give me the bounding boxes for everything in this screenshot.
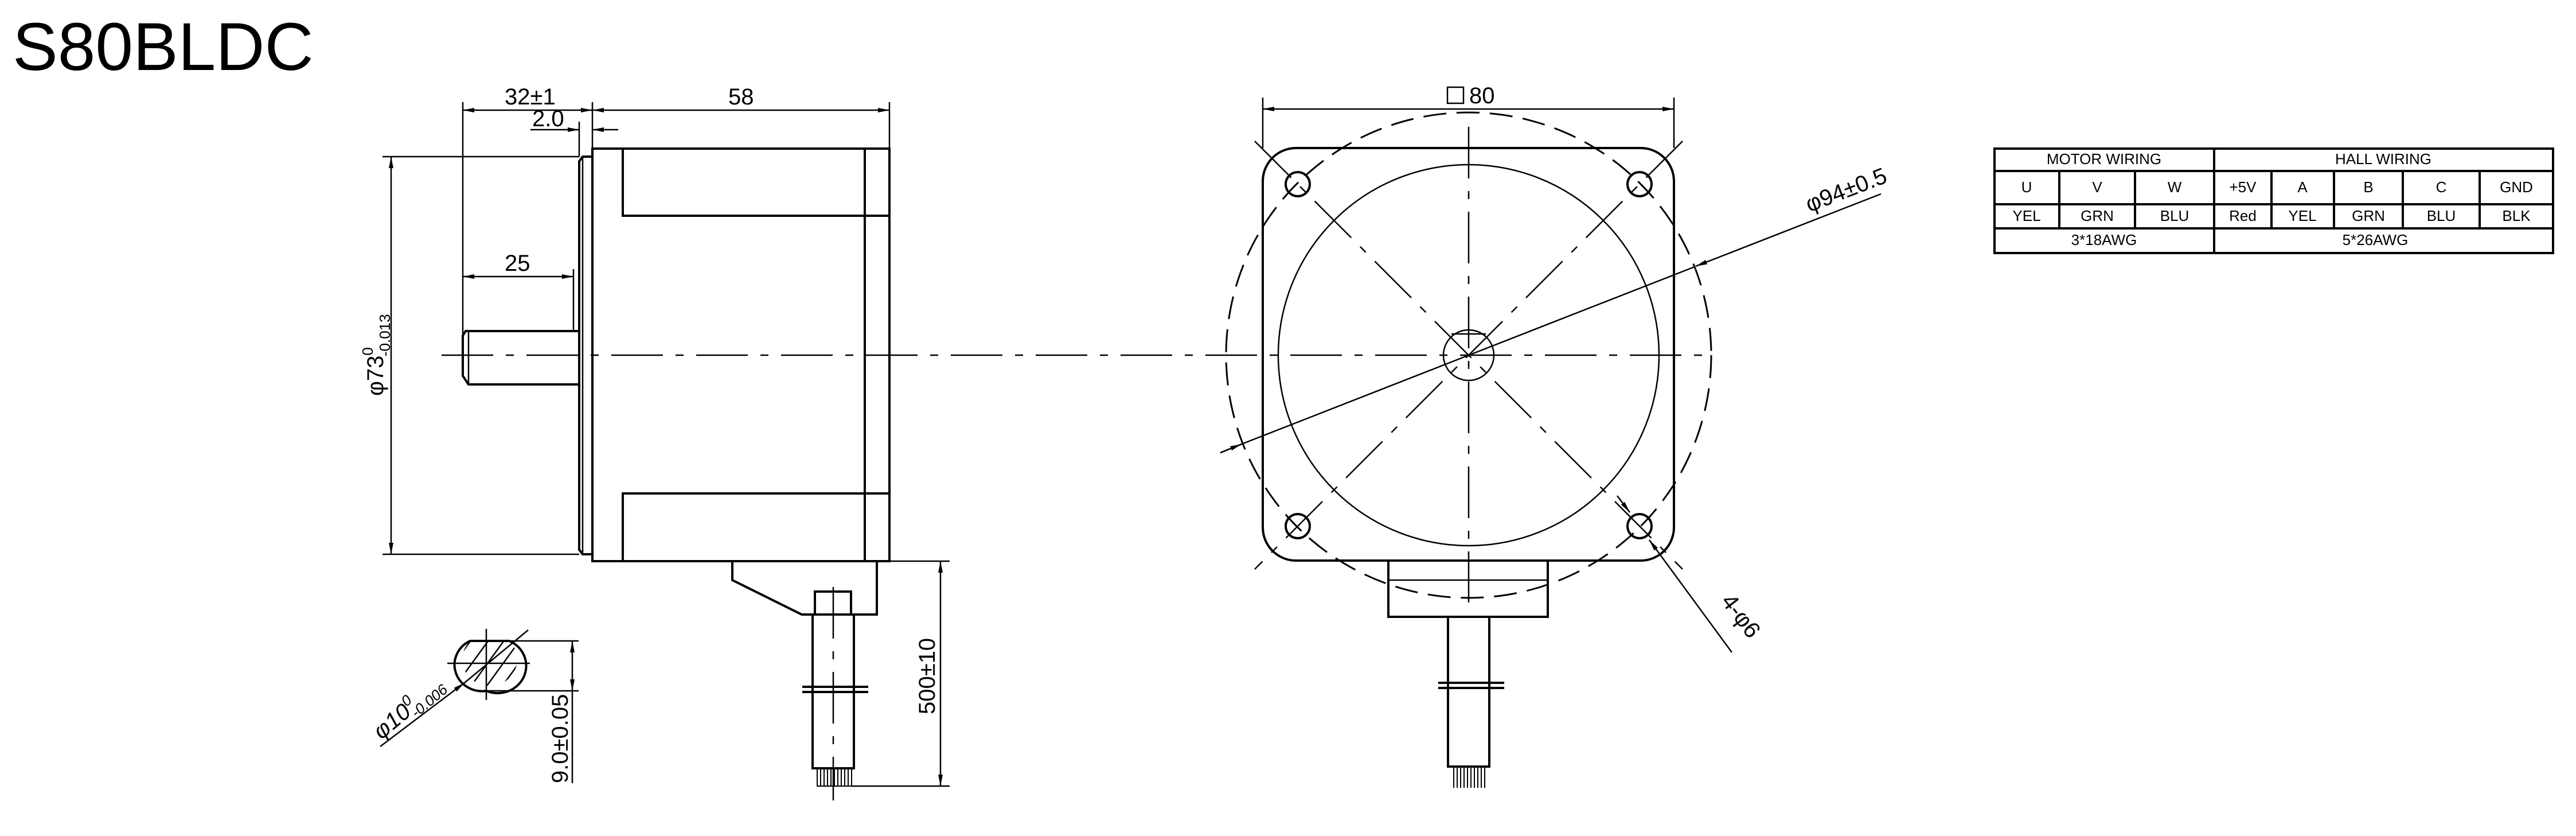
motor-signal: W [2168,178,2182,196]
motor-gauge: 3*18AWG [2071,231,2137,248]
svg-text:φ730-0.013: φ730-0.013 [359,314,393,396]
cable-front [1447,616,1490,768]
svg-text:φ100-0.006: φ100-0.006 [366,669,451,747]
mounting-holes [1285,171,1653,539]
dim-flat-length: 25 [505,251,530,276]
hall-signal: C [2436,178,2447,196]
wire-ends [817,768,852,787]
dim-flat-height: 9.0±0.05 [548,694,573,783]
hall-color: YEL [2288,207,2316,224]
motor-wiring-header: MOTOR WIRING [2047,150,2161,168]
dim-pilot-diameter: φ730-0.013 [359,314,393,396]
front-view: 80 φ94±0.5 4-φ6 [1220,83,1890,788]
wire-ends-front [1453,767,1485,788]
body-top-recess [622,147,889,217]
motor-signal: V [2092,178,2102,196]
body-bottom-recess [622,492,889,562]
dim-bolt-circle: φ94±0.5 [1802,163,1890,217]
drawing-title: S80BLDC [13,9,314,85]
junction-box [731,561,878,616]
hall-signal: GND [2500,178,2533,196]
hall-gauge: 5*26AWG [2343,231,2409,248]
hall-signal: A [2297,178,2308,196]
motor-signal: U [2021,178,2032,196]
shaft-section: 9.0±0.05 φ100-0.006 [366,629,579,783]
side-view: 32±1 58 2.0 25 φ730-0.013 500±10 [359,84,1712,800]
motor-color: BLU [2160,207,2189,224]
shaft [462,330,579,386]
hall-color: Red [2229,207,2257,224]
hall-wiring-header: HALL WIRING [2335,150,2431,168]
motor-color: YEL [2012,207,2040,224]
dim-body-length: 58 [728,84,754,110]
square-symbol-icon [1446,86,1465,104]
shaft-end [1442,329,1495,382]
hall-color: BLU [2427,207,2456,224]
hall-color: GRN [2352,207,2385,224]
hall-signal: B [2363,178,2373,196]
dim-holes: 4-φ6 [1716,589,1766,643]
dim-flange-thickness: 2.0 [532,106,564,131]
wiring-table: MOTOR WIRING HALL WIRING U V W +5V A B C… [1993,147,2554,254]
motor-color: GRN [2081,207,2114,224]
dim-square-size: 80 [1469,83,1495,108]
dim-cable-length: 500±10 [915,638,940,714]
flange-boss [578,155,592,555]
dim-shaft-length: 32±1 [505,84,556,110]
dim-shaft-diameter: φ100-0.006 [366,669,451,747]
hall-signal: +5V [2230,178,2257,196]
hall-color: BLK [2502,207,2531,224]
